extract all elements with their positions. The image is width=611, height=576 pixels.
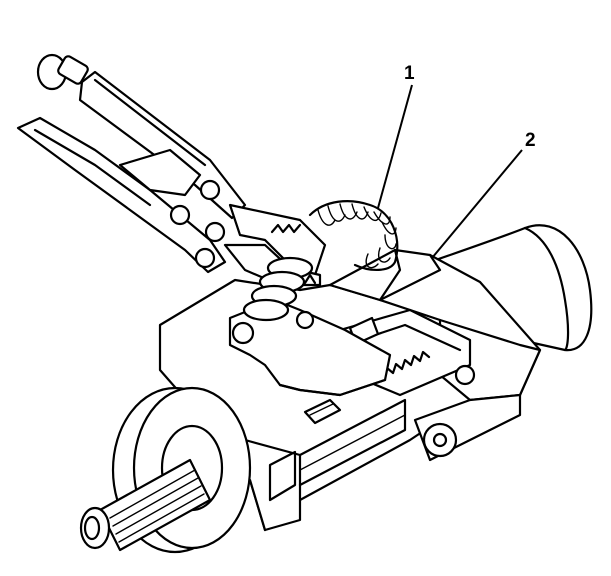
lock-plate [228, 298, 392, 425]
pivot-bracket [413, 393, 522, 462]
splined-shaft [79, 458, 212, 552]
callout-1-label: 1 [404, 63, 415, 84]
callout-1: 1 [377, 63, 415, 209]
callout-2-leader [431, 149, 523, 259]
callout-2: 2 [431, 130, 536, 259]
coil-spring [242, 200, 399, 330]
callout-2-label: 2 [525, 130, 536, 151]
locking-pliers [16, 53, 327, 287]
column-tube [428, 224, 593, 352]
callout-1-leader [377, 84, 413, 209]
